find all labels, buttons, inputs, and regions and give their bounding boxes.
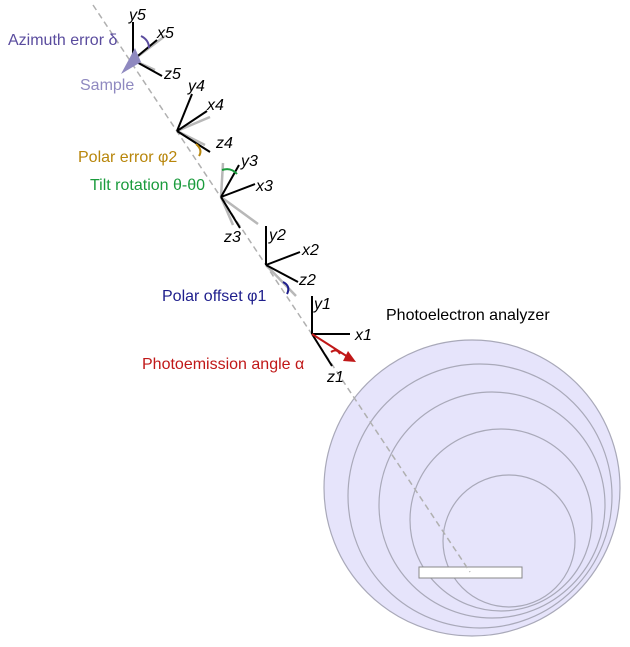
photoelectron-analyzer	[323, 339, 621, 637]
frame4-grey-line	[176, 115, 211, 133]
frame4-z-axis	[176, 130, 211, 153]
photoemission-arrowhead	[343, 351, 356, 362]
polar-error-arc	[195, 143, 202, 157]
frame-3	[219, 162, 259, 229]
tilt-rotation-label: Tilt rotation θ-θ0	[90, 177, 205, 194]
analyzer-ring-2	[347, 363, 613, 629]
frame2-grey-line	[265, 264, 297, 297]
photoemission-direction-arrow	[311, 333, 349, 358]
frame3-x-label: x3	[255, 178, 273, 195]
frame3-z-axis	[220, 196, 241, 229]
frame4-y-axis	[176, 93, 193, 132]
frame-5	[121, 22, 166, 77]
frame4-x-label: x4	[206, 97, 224, 114]
azimuth-error-label: Azimuth error δ	[8, 32, 117, 49]
analyzer-ring-3	[378, 391, 606, 619]
frame2-y-label: y2	[268, 227, 286, 244]
beam-axis-line	[92, 4, 471, 573]
frame3-y-axis	[220, 164, 240, 198]
frame-2	[265, 226, 301, 297]
frame4-z-label: z4	[215, 135, 233, 152]
analyzer-ring-4	[409, 428, 593, 612]
frame3-grey-line-2	[220, 195, 259, 226]
frame2-z-axis	[265, 264, 299, 283]
frame-1	[311, 296, 356, 367]
frame5-z-label: z5	[163, 66, 181, 83]
sample-marker	[121, 48, 141, 74]
analyzer-label: Photoelectron analyzer	[386, 307, 550, 324]
frame3-grey-line	[219, 162, 225, 198]
frame1-y-label: y1	[313, 296, 331, 313]
frame2-z-label: z2	[298, 272, 316, 289]
analyzer-ring-5	[442, 474, 576, 608]
polar-offset-arc	[282, 281, 290, 295]
frame1-z-label: z1	[326, 369, 344, 386]
frame4-y-label: y4	[187, 78, 205, 95]
frame3-z-label: z3	[223, 229, 241, 246]
frame2-x-axis	[265, 251, 301, 266]
frame4-x-axis	[176, 110, 208, 132]
frame5-x-label: x5	[156, 25, 174, 42]
frame3-x-axis	[220, 183, 256, 198]
frame1-x-label: x1	[354, 327, 372, 344]
analyzer-slit	[418, 566, 523, 579]
polar-error-label: Polar error φ2	[78, 149, 177, 166]
frame3-y-label: y3	[240, 153, 258, 170]
photoemission-angle-label: Photoemission angle α	[142, 356, 304, 373]
photoemission-angle-arc	[330, 349, 341, 355]
frame5-y-label: y5	[128, 7, 146, 24]
frame2-x-label: x2	[301, 242, 319, 259]
tilt-rotation-arc	[221, 168, 238, 175]
azimuth-error-arc	[140, 35, 150, 49]
sample-label: Sample	[80, 77, 134, 94]
analyzer-outer-circle	[323, 339, 621, 637]
frame-4	[176, 93, 211, 157]
frame1-z-axis	[311, 333, 333, 367]
polar-offset-label: Polar offset φ1	[162, 288, 266, 305]
